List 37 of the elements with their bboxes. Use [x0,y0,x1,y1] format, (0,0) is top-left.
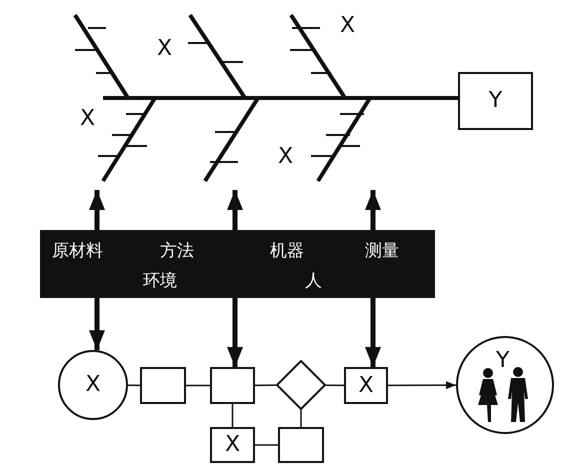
process-box [210,427,255,463]
cause-label: X [224,434,240,456]
arrow [365,190,381,230]
connector-line [300,410,302,427]
cause-label: X [358,374,374,396]
connector-line [255,444,278,446]
process-box [344,367,388,404]
category-band [40,230,435,298]
connector-line [128,384,140,386]
result-box [458,72,533,130]
process-box [140,367,186,404]
cause-label: X [80,108,96,130]
arrow [89,190,105,230]
process-box [278,427,324,463]
cause-label: X [340,15,356,37]
category-label: 测量 [365,242,399,261]
process-box [210,367,255,404]
connector-line [255,384,276,386]
result-label: Y [496,350,510,372]
cause-label: X [85,374,101,396]
connector-line [186,384,210,386]
arrow [89,298,105,350]
category-label: 原材料 [52,242,103,261]
category-label: 机器 [270,242,304,261]
result-label: Y [488,90,502,112]
category-label: 方法 [160,242,194,261]
decision-diamond [276,360,326,410]
arrow [227,190,243,230]
arrow [227,298,243,367]
category-label: 人 [305,272,322,291]
connector-line [326,384,344,386]
cause-label: X [278,146,294,168]
category-label: 环境 [143,272,177,291]
arrow [365,298,381,367]
cause-label: X [157,38,172,60]
arrow [388,381,456,390]
connector-line [232,404,234,427]
